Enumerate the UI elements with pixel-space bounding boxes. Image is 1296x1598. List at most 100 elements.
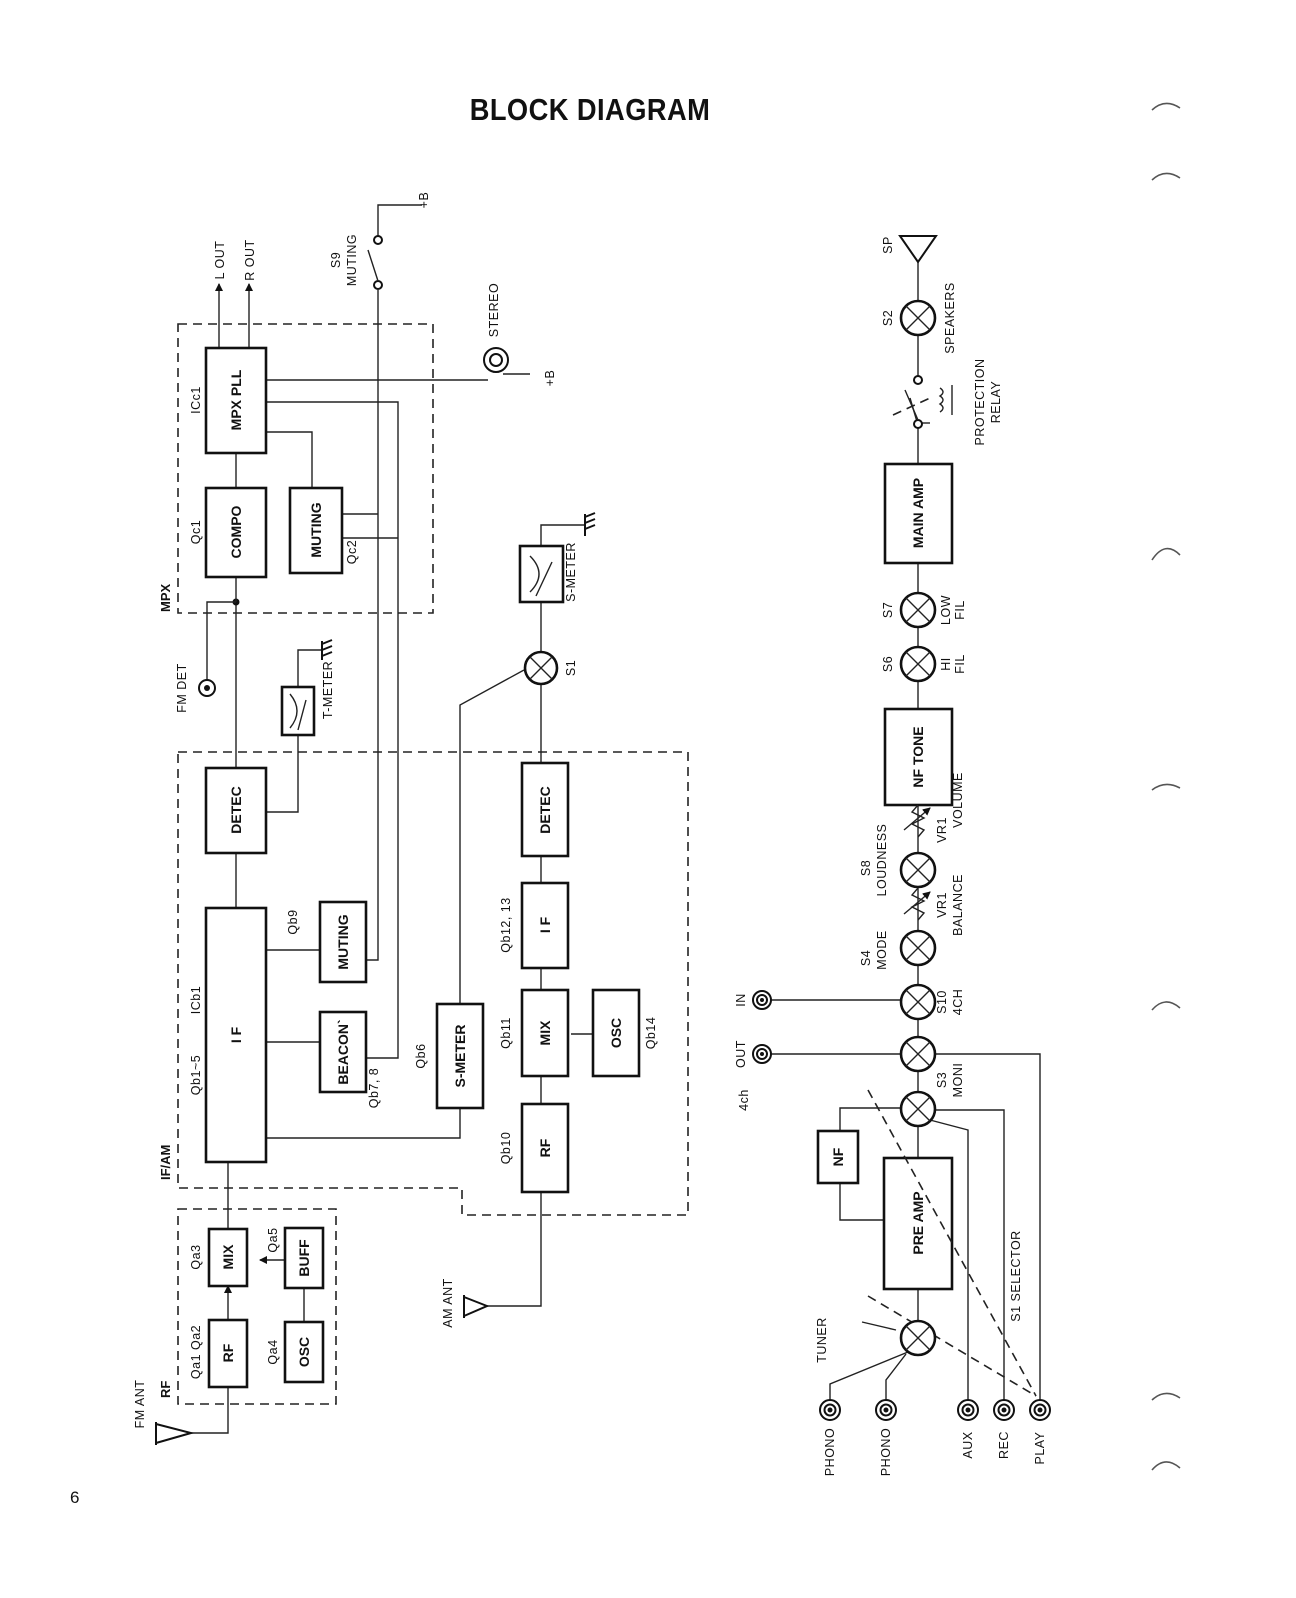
am-antenna-icon bbox=[463, 1295, 490, 1318]
muting-c-block bbox=[288, 486, 344, 575]
relay-label: RELAY bbox=[989, 381, 1003, 424]
ref-qc1: Qc1 bbox=[189, 520, 203, 544]
s1-label: S1 bbox=[564, 660, 578, 676]
s-meter-block bbox=[435, 1002, 485, 1110]
vr1-volume-icon bbox=[910, 804, 926, 838]
phono-2-jack bbox=[875, 1399, 897, 1421]
am-detec-block bbox=[520, 761, 570, 858]
ref-qb9: Qb9 bbox=[286, 909, 300, 934]
s6-label: S6 bbox=[881, 656, 895, 672]
four-ch-lower-label: 4ch bbox=[737, 1089, 751, 1111]
s7-label: S7 bbox=[881, 602, 895, 618]
s1-selector-label: S1 SELECTOR bbox=[1009, 1230, 1023, 1321]
am-if-block-label: I F bbox=[537, 916, 553, 933]
detec-fm-block-label: DETEC bbox=[228, 786, 244, 833]
mpx-group-label: MPX bbox=[158, 584, 173, 613]
osc-block bbox=[283, 1320, 325, 1384]
am-mix-block bbox=[520, 988, 570, 1078]
ref-qa3: Qa3 bbox=[189, 1244, 203, 1269]
r-out-label: R OUT bbox=[243, 239, 257, 280]
protection-relay-icon bbox=[892, 375, 953, 429]
s-meter-icon bbox=[518, 544, 565, 604]
speaker-icon bbox=[898, 235, 938, 264]
mode-label: MODE bbox=[875, 930, 889, 970]
binder-marks bbox=[1151, 102, 1181, 1471]
play-label: PLAY bbox=[1033, 1431, 1047, 1464]
t-meter-label: T-METER bbox=[321, 661, 335, 719]
page-number: 6 bbox=[70, 1488, 80, 1507]
vr1-balance-icon bbox=[910, 887, 926, 921]
rec-label: REC bbox=[997, 1431, 1011, 1459]
am-osc-block-label: OSC bbox=[608, 1018, 624, 1048]
mpx-pll-block-label: MPX PLL bbox=[228, 369, 244, 430]
muting-b-block bbox=[318, 900, 368, 984]
phono-1-jack bbox=[819, 1399, 841, 1421]
nf-label: NF bbox=[830, 1147, 846, 1166]
s8-label: S8 bbox=[859, 860, 873, 876]
nf-block bbox=[816, 1129, 860, 1185]
s9-muting-label: MUTING bbox=[345, 234, 359, 286]
if-am-group-outline bbox=[177, 751, 689, 1216]
aux-jack bbox=[957, 1399, 979, 1421]
ref-qb7-8: Qb7, 8 bbox=[367, 1068, 381, 1109]
fm-det-label: FM DET bbox=[175, 663, 189, 713]
muting-c-block-label: MUTING bbox=[308, 502, 324, 557]
ref-qa5: Qa5 bbox=[266, 1227, 280, 1252]
vr1-volume-label-2: VOLUME bbox=[951, 772, 965, 828]
muting-b-block-label: MUTING bbox=[335, 914, 351, 969]
nf-tone-label: NF TONE bbox=[910, 726, 926, 787]
s9-switch-icon bbox=[367, 249, 379, 282]
fm-antenna-icon bbox=[155, 1422, 195, 1445]
ground-icon bbox=[584, 512, 596, 536]
rf-group-outline bbox=[177, 1208, 337, 1405]
mpx-pll-block bbox=[204, 346, 268, 455]
rf-block-label: RF bbox=[220, 1343, 236, 1362]
stereo-label: STEREO bbox=[487, 283, 501, 337]
ref-qb14: Qb14 bbox=[644, 1017, 658, 1050]
mix-block bbox=[207, 1227, 249, 1288]
protection-label: PROTECTION bbox=[973, 359, 987, 446]
s9-label: S9 bbox=[329, 252, 343, 268]
in-label: IN bbox=[734, 993, 748, 1007]
main-amp-label: MAIN AMP bbox=[910, 478, 926, 548]
compo-block-label: COMPO bbox=[228, 505, 244, 558]
mix-block-label: MIX bbox=[220, 1244, 236, 1270]
fm-ant-label: FM ANT bbox=[133, 1380, 147, 1429]
hi-fil-label-2: FIL bbox=[953, 654, 967, 674]
tuner-label: TUNER bbox=[815, 1317, 829, 1363]
am-rf-block bbox=[520, 1102, 570, 1194]
aux-label: AUX bbox=[961, 1431, 975, 1458]
ref-qb6: Qb6 bbox=[414, 1043, 428, 1068]
s3-label: S3 bbox=[935, 1072, 949, 1088]
ref-icc1: ICc1 bbox=[189, 386, 203, 414]
rec-jack bbox=[993, 1399, 1015, 1421]
s-meter-block-label: S-METER bbox=[452, 1025, 468, 1088]
rf-block bbox=[207, 1318, 249, 1389]
buff-block-label: BUFF bbox=[296, 1239, 312, 1277]
nf-tone-block bbox=[883, 707, 954, 807]
ref-qb12-13: Qb12, 13 bbox=[499, 897, 513, 952]
s10-label: S10 bbox=[935, 990, 949, 1014]
ref-qb11: Qb11 bbox=[499, 1017, 513, 1049]
if-main-block-label: I F bbox=[228, 1026, 244, 1043]
ref-qa1-qa2: Qa1 Qa2 bbox=[189, 1325, 203, 1379]
ground-icon bbox=[321, 639, 333, 660]
s-meter-label: S-METER bbox=[564, 542, 578, 602]
t-meter-icon bbox=[280, 685, 316, 737]
vr1-balance-label-2: BALANCE bbox=[951, 874, 965, 936]
am-if-block bbox=[520, 881, 570, 970]
ref-qc2: Qc2 bbox=[345, 540, 359, 564]
if-am-group-label: IF/AM bbox=[158, 1145, 173, 1180]
page-title: BLOCK DIAGRAM bbox=[469, 92, 711, 127]
selector-linkage bbox=[867, 1089, 1037, 1397]
phono-2-label: PHONO bbox=[879, 1428, 893, 1476]
play-jack bbox=[1029, 1399, 1051, 1421]
speakers-label: SPEAKERS bbox=[943, 282, 957, 353]
ref-qa4: Qa4 bbox=[266, 1339, 280, 1364]
loudness-label: LOUDNESS bbox=[875, 824, 889, 897]
plus-b-top-label: +B bbox=[417, 192, 431, 209]
pre-amp-label: PRE AMP bbox=[910, 1191, 926, 1254]
ref-icb1: ICb1 bbox=[189, 986, 203, 1014]
rf-group-label: RF bbox=[158, 1381, 173, 1398]
